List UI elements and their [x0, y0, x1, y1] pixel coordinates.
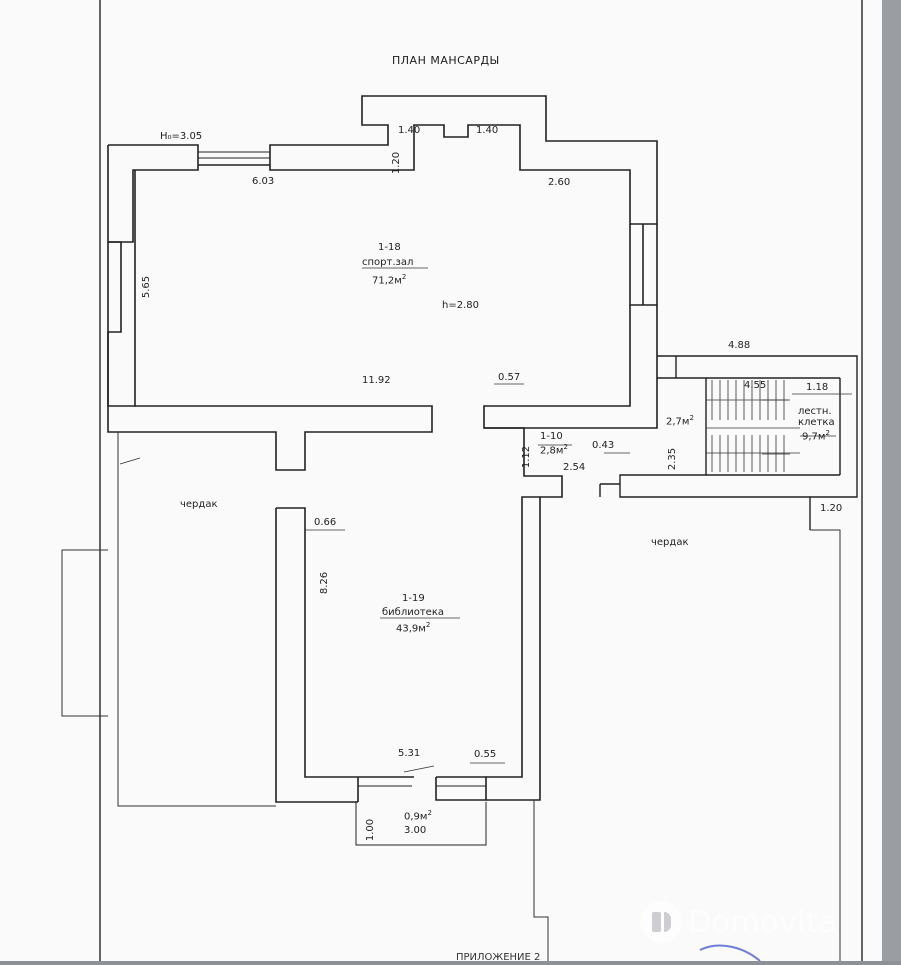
dim-043: 0.43 [592, 440, 615, 451]
dim-055: 0.55 [474, 749, 497, 760]
entry-opening [355, 785, 487, 846]
domovita-logo-icon [640, 901, 682, 943]
dim-488: 4.88 [728, 340, 751, 351]
dim-603: 6.03 [252, 176, 275, 187]
room-stair-name2: клетка [798, 417, 835, 428]
watermark: Domovita [640, 900, 837, 944]
dim-h0: H₀=3.05 [160, 131, 203, 142]
room-attic-left: чердак [180, 499, 218, 510]
stair-walls [599, 355, 858, 530]
room-entry-area: 0,9м2 [404, 809, 432, 823]
room-stair-area: 9,7м2 [802, 429, 830, 443]
dim-120: 1.20 [391, 151, 403, 175]
plan-title: ПЛАН МАНСАРДЫ [392, 54, 500, 67]
dimension-lines [119, 267, 852, 773]
dim-112: 1.12 [521, 445, 533, 469]
dim-565: 5.65 [141, 275, 153, 299]
dim-120-b: 1.20 [820, 503, 843, 514]
dim-140-a: 1.40 [398, 125, 421, 136]
room-library-name: библиотека [382, 607, 444, 618]
room-library-id: 1-19 [402, 593, 425, 604]
dim-300: 3.00 [404, 825, 427, 836]
dim-455: 4.55 [744, 380, 767, 391]
attic-outline [61, 432, 841, 961]
room-stair-small-area: 2,7м2 [666, 414, 694, 428]
library-walls [275, 427, 563, 803]
dim-110: 1-10 [540, 431, 563, 442]
window-top [198, 151, 270, 159]
dim-531: 5.31 [398, 748, 421, 759]
dim-066: 0.66 [314, 517, 337, 528]
dim-h280: h=2.80 [442, 300, 479, 311]
room-stair-name1: лестн. [798, 406, 832, 417]
dim-057: 0.57 [498, 372, 521, 383]
room-sport-name: спорт.зал [362, 257, 414, 268]
room-stair-id: 1.18 [806, 382, 829, 393]
room-attic-right: чердак [651, 537, 689, 548]
watermark-text: Domovita [688, 904, 838, 940]
dim-235: 2.35 [667, 447, 679, 471]
dim-826: 8.26 [319, 571, 331, 595]
appendix-note: ПРИЛОЖЕНИЕ 2 [456, 952, 541, 963]
sport-hall-walls [107, 95, 658, 471]
room-library-area: 43,9м2 [396, 621, 431, 635]
room-hall-area: 2,8м2 [540, 443, 568, 457]
dim-260: 2.60 [548, 177, 571, 188]
paper-edge-shadow [882, 0, 901, 961]
room-sport-area: 71,2м2 [372, 273, 407, 287]
dim-1192: 11.92 [362, 375, 391, 386]
dim-254: 2.54 [563, 462, 586, 473]
dim-140-b: 1.40 [476, 125, 499, 136]
pen-mark [699, 944, 761, 962]
dim-100: 1.00 [365, 818, 377, 842]
room-sport-id: 1-18 [378, 242, 401, 253]
